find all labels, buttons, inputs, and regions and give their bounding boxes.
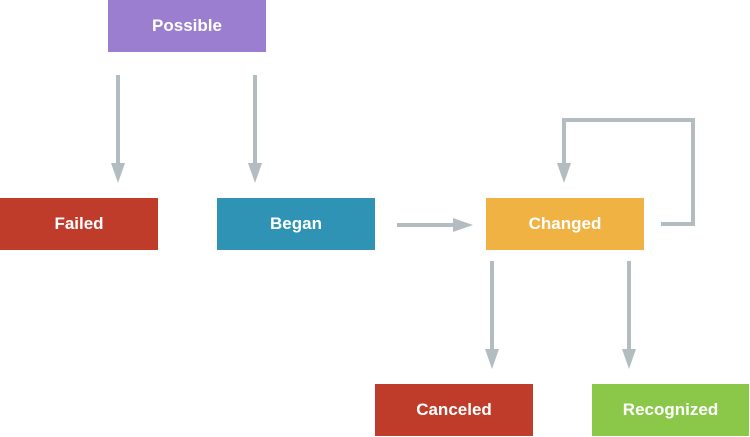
- state-canceled: Canceled: [375, 384, 533, 436]
- state-failed: Failed: [0, 198, 158, 250]
- arrow-began-to-changed: [397, 218, 473, 232]
- arrow-possible-to-began: [248, 75, 262, 183]
- state-changed-label: Changed: [528, 214, 602, 233]
- arrow-possible-to-failed: [111, 75, 125, 183]
- state-recognized-label: Recognized: [622, 400, 719, 419]
- state-failed-label: Failed: [54, 214, 104, 233]
- state-possible-label: Possible: [152, 16, 222, 35]
- state-possible: Possible: [108, 0, 266, 52]
- state-began: Began: [217, 198, 375, 250]
- arrow-changed-to-canceled: [485, 261, 499, 369]
- state-changed: Changed: [486, 198, 644, 250]
- state-began-label: Began: [270, 214, 322, 233]
- arrow-changed-to-recognized: [622, 261, 636, 369]
- state-canceled-label: Canceled: [416, 400, 492, 419]
- arrow-changed-self-loop: [557, 118, 695, 226]
- state-recognized: Recognized: [592, 384, 749, 436]
